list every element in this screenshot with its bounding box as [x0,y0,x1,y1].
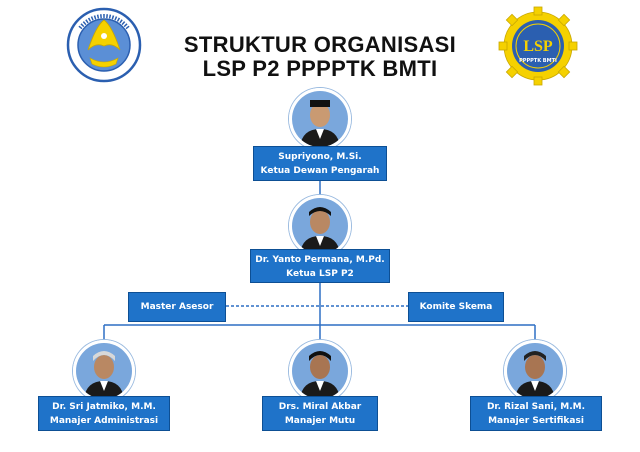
node-name: Supriyono, M.Si. [278,152,362,162]
node-role: Manajer Mutu [284,416,356,426]
node-manajer-sertifikasi: Dr. Rizal Sani, M.M. Manajer Sertifikasi [470,396,602,431]
node-role: Manajer Administrasi [49,416,159,426]
node-komite-skema: Komite Skema [408,292,504,322]
node-master-asesor: Master Asesor [128,292,226,322]
avatar-ketua [289,195,351,257]
lsp-gear-logo: LSP PPPPTK BMTI [498,6,578,86]
node-ketua-lsp: Dr. Yanto Permana, M.Pd. Ketua LSP P2 [250,249,390,283]
node-manajer-administrasi: Dr. Sri Jatmiko, M.M. Manajer Administra… [38,396,170,431]
node-manajer-mutu: Drs. Miral Akbar Manajer Mutu [262,396,378,431]
avatar-pengarah [289,88,351,150]
node-role: Ketua Dewan Pengarah [260,166,380,176]
node-name: Dr. Sri Jatmiko, M.M. [52,402,156,412]
node-name: Dr. Yanto Permana, M.Pd. [255,255,385,265]
lsp-logo-subtext: PPPPTK BMTI [519,58,557,64]
node-role: Manajer Sertifikasi [488,416,584,426]
node-role: Ketua LSP P2 [286,269,354,279]
node-label: Komite Skema [419,302,493,312]
page-title-line2: LSP P2 PPPPTK BMTI [202,56,438,81]
avatar-mutu [289,340,351,402]
avatar-administrasi [73,340,135,402]
node-label: Master Asesor [140,302,214,312]
lsp-logo-text: LSP [523,38,553,55]
avatar-sertifikasi [504,340,566,402]
node-ketua-dewan-pengarah: Supriyono, M.Si. Ketua Dewan Pengarah [253,146,387,181]
node-name: Dr. Rizal Sani, M.M. [486,402,586,412]
page-title-line1: STRUKTUR ORGANISASI [183,32,457,57]
tut-wuri-handayani-logo [66,7,142,83]
node-name: Drs. Miral Akbar [278,402,362,412]
